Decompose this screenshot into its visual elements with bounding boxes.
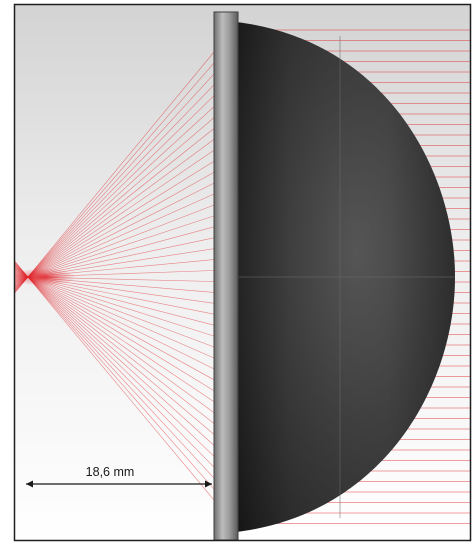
- dimension-arrow-right: [205, 480, 212, 488]
- lens-flange: [214, 12, 238, 540]
- dimension-label: 18,6 mm: [86, 465, 135, 479]
- frame-border: [13, 3, 472, 542]
- focal-spot: [12, 268, 76, 286]
- frame-margin-mask: [0, 0, 14, 547]
- dimension-indicator: 18,6 mm: [26, 465, 212, 488]
- dimension-arrow-left: [26, 480, 33, 488]
